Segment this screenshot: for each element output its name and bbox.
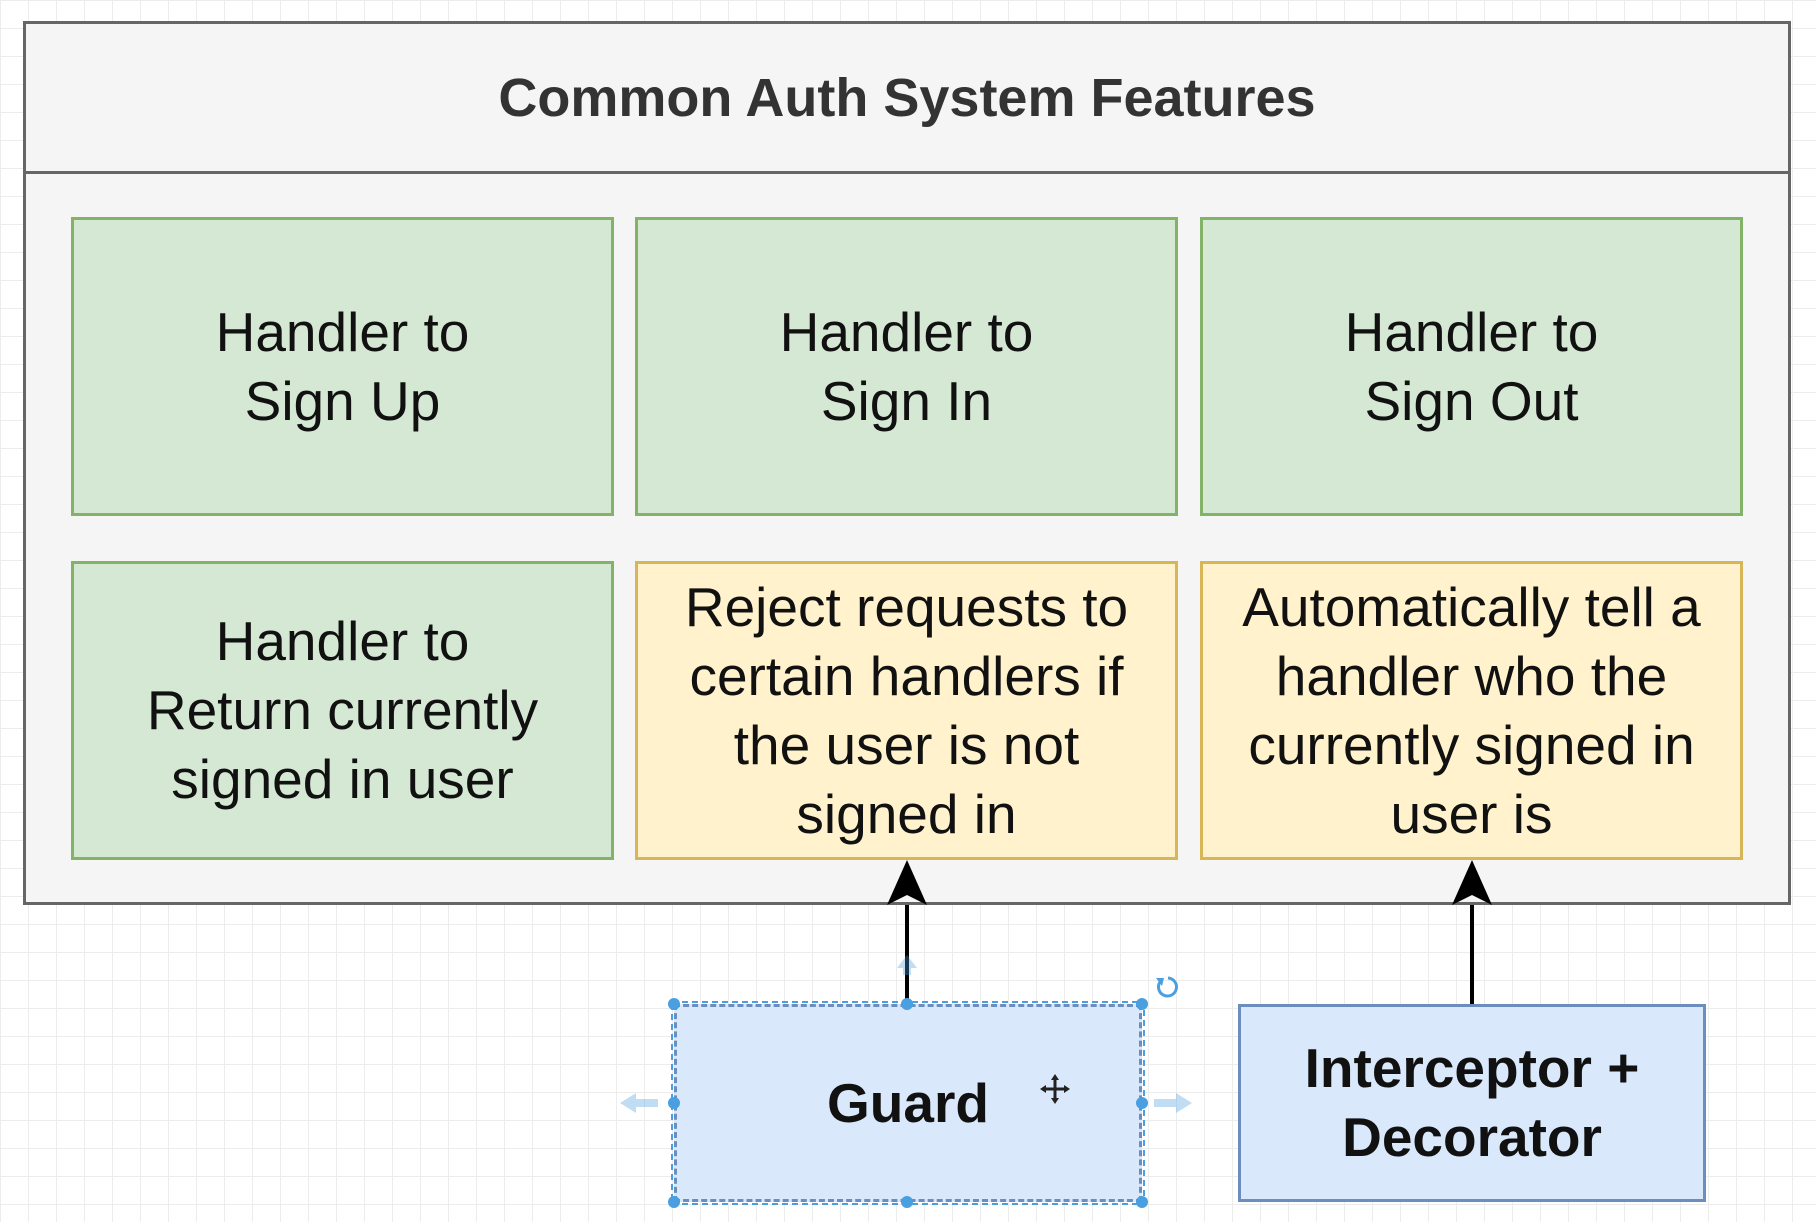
box-guard-label: Guard: [827, 1071, 989, 1134]
box-sign-out-label: Handler to Sign Out: [1344, 300, 1599, 432]
box-auto-tell-label: Automatically tell a handler who the cur…: [1242, 575, 1701, 845]
box-interceptor-label: Interceptor + Decorator: [1304, 1037, 1640, 1168]
box-sign-up-label: Handler to Sign Up: [215, 300, 470, 432]
arrow-up-icon[interactable]: [897, 955, 917, 975]
box-reject-requests[interactable]: Reject requests to certain handlers if t…: [635, 561, 1178, 860]
arrow-left-icon[interactable]: [620, 1093, 658, 1113]
container-title: Common Auth System Features: [26, 24, 1788, 174]
box-guard[interactable]: Guard: [674, 1004, 1142, 1202]
arrow-right-icon[interactable]: [1154, 1093, 1192, 1113]
box-interceptor[interactable]: Interceptor + Decorator: [1238, 1004, 1706, 1202]
box-sign-up[interactable]: Handler to Sign Up: [71, 217, 614, 516]
box-current-user-label: Handler to Return currently signed in us…: [146, 610, 539, 810]
box-sign-out[interactable]: Handler to Sign Out: [1200, 217, 1743, 516]
box-current-user[interactable]: Handler to Return currently signed in us…: [71, 561, 614, 860]
box-sign-in[interactable]: Handler to Sign In: [635, 217, 1178, 516]
box-auto-tell[interactable]: Automatically tell a handler who the cur…: [1200, 561, 1743, 860]
rotate-icon[interactable]: [1156, 976, 1178, 998]
box-reject-requests-label: Reject requests to certain handlers if t…: [684, 575, 1129, 845]
box-sign-in-label: Handler to Sign In: [779, 300, 1034, 432]
